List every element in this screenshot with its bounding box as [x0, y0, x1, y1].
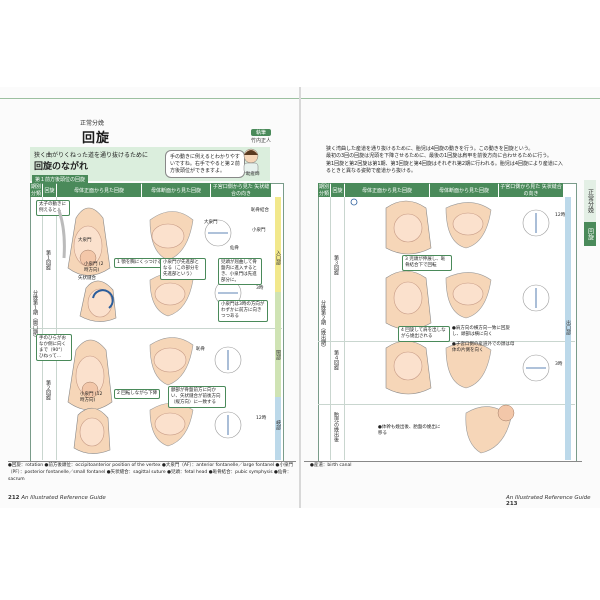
label-suture: 矢状縫合 — [78, 276, 96, 281]
th-suture-view-r: 子宮口側から見た 矢状縫合の向き — [499, 183, 563, 197]
folio-text-left: An Illustrated Reference Guide — [21, 495, 106, 501]
callout-5: ●体幹も娩出後、胎盤の娩出に移る — [378, 425, 441, 436]
hand-note-2: 手のひらがおなか側に向くまで（90°）ひねって… — [36, 334, 72, 362]
subcallout-1: 小泉門は3時の方向がわずかに前方に向きつつある — [218, 300, 268, 322]
folio-right: An Illustrated Reference Guide 213 — [506, 495, 600, 507]
section-label: 正常分娩 — [80, 120, 105, 127]
folio-left: 212 An Illustrated Reference Guide — [8, 495, 106, 501]
label-sacrum: 仙骨 — [230, 246, 239, 251]
label-pubic-symphysis: 恥骨結合 — [251, 208, 269, 213]
label-large-fontanel: 大泉門 — [78, 238, 92, 243]
band-title: 回旋のながれ — [34, 162, 89, 172]
glossary-right: ●産道：birth canal — [310, 463, 352, 468]
author-credit: 執筆 竹内正人 — [251, 129, 272, 144]
row-divider — [30, 328, 282, 329]
stripe-label-outlet: 出口部 — [565, 320, 571, 335]
group-label-r: 分娩第２期（娩出期） — [320, 300, 326, 350]
stripe-cavity — [275, 292, 281, 397]
stripe-midplane — [275, 397, 281, 460]
callout-4: 4 回旋して肩を出しながら娩出される — [398, 326, 450, 342]
col-divider — [56, 197, 57, 460]
page-number-right: 213 — [506, 501, 518, 507]
right-figures — [350, 198, 550, 454]
callout-3: 3 児頭が伸展し、恥骨結合下で回転 — [402, 255, 452, 271]
row2-figures — [67, 337, 242, 454]
band-lead: 狭く曲がりくねった道を通り抜けるために — [34, 152, 149, 159]
bullet-1: 狭く湾曲した産道を通り抜けるために、胎児は4回旋の動きを行う。この動きを回旋とい… — [326, 146, 534, 152]
footer-rule-right — [304, 461, 582, 462]
stripe-outlet — [565, 197, 571, 460]
col-divider — [42, 197, 43, 460]
bullet-2: 最初の3回の回旋は児頭を下降させるために、最後の1回旋は肩甲を前後方向に合わせる… — [326, 153, 552, 160]
clock-1: 3時 — [256, 286, 264, 291]
col-divider-r2 — [344, 197, 345, 460]
th-suture-view: 子宮口側から見た 矢状縫合の向き — [211, 183, 271, 197]
callout-4b: ●肩方向の横方向一致に回旋し、頭部は横に向く — [452, 326, 510, 337]
clock-2: 12時 — [256, 416, 267, 421]
callout-1c: 児頭が屈曲して骨盤内に進入するとき、小泉門は先進部分に。 — [218, 258, 262, 286]
callout-1b: 小泉門が先進部となる（この部分を先進部という） — [160, 258, 206, 280]
glossary-left: ●回旋：rotation ●前方後頭位：occipitoanterior pos… — [8, 463, 293, 482]
callout-4c: ●子宮口側の産道外での顔は母体の片側を向く — [452, 342, 515, 353]
col-divider-r — [330, 197, 331, 460]
stripe-label-midplane: 峡部 — [275, 420, 281, 430]
label-row2-pubis: 恥骨 — [196, 347, 205, 352]
row-divider-r2 — [318, 404, 575, 405]
group-label: 分娩第１期（開口期） — [32, 290, 38, 340]
label-small-fontanel: 小泉門 (2時方向) — [84, 262, 104, 273]
footer-rule-left — [8, 461, 296, 462]
th-period: 期別 分類 — [30, 183, 42, 197]
stripe-label-cavity: 闊部 — [275, 350, 281, 360]
stage-tag: 第１前方後頭位の回旋 — [32, 175, 89, 184]
row-label-5: 胎児の娩出後 — [333, 412, 339, 442]
clock-4: 3時 — [555, 362, 563, 367]
intro-bullets: 狭く湾曲した産道を通り抜けるために、胎児は4回旋の動きを行う。この動きを回旋とい… — [326, 146, 566, 175]
label-section-small: 小泉門 — [252, 228, 266, 233]
label-section-large: 大泉門 — [204, 220, 218, 225]
page-number-left: 212 — [8, 495, 20, 501]
midwife-illustration — [243, 148, 259, 173]
folio-text-right: An Illustrated Reference Guide — [506, 495, 591, 501]
th-section-view: 母体断面から見た回旋 — [142, 183, 210, 197]
author-name: 竹内正人 — [251, 138, 272, 144]
callout-2: 2 回転しながら下降 — [114, 389, 161, 399]
gutter — [299, 87, 301, 508]
th-section-view-r: 母体断面から見た回旋 — [430, 183, 498, 197]
hand-note-1: 太子の動きに例えると… — [36, 200, 70, 216]
page-title: 回旋 — [82, 131, 111, 146]
th-front-view-r: 母体正面から見た回旋 — [345, 183, 429, 197]
row-label-3: 第３回旋 — [333, 255, 339, 275]
assistant-label: 助産師 — [246, 172, 260, 177]
label-row2-small: 小泉門 (12時方向) — [80, 392, 103, 403]
callout-2b: 額部が骨盤前方に向かい、矢状縫合が前後方向（縦方向）に一致する — [168, 386, 226, 408]
row-label-2: 第２回旋 — [45, 380, 51, 400]
callout-1: 1 顎を胸にくっつける — [114, 258, 165, 268]
th-rotation-r: 回旋 — [331, 183, 344, 197]
side-tab-rotation[interactable]: 回旋 — [584, 222, 596, 246]
th-period-r: 期別 分類 — [318, 183, 330, 197]
speech-bubble: 手の動きに例えるとわかりやすいですね。右手でやると第２前方後頭位ができますよ。 — [165, 150, 245, 179]
side-tab-normal-delivery[interactable]: 正常分娩 — [584, 180, 596, 222]
th-rotation: 回旋 — [43, 183, 56, 197]
author-role: 執筆 — [251, 129, 272, 136]
row-label-1: 第１回旋 — [45, 250, 51, 270]
row-label-4: 第４回旋 — [333, 350, 339, 370]
clock-3: 12時 — [555, 213, 566, 218]
stripe-label-inlet: 入口部 — [275, 250, 281, 265]
stripe-inlet — [275, 197, 281, 292]
bullet-3: 第1回旋と第2回旋は第1期、第3回旋と第4回旋はそれぞれ第2期に行われる。胎児は… — [326, 160, 563, 174]
th-front-view: 母体正面から見た回旋 — [57, 183, 141, 197]
row1-figures — [58, 207, 242, 322]
